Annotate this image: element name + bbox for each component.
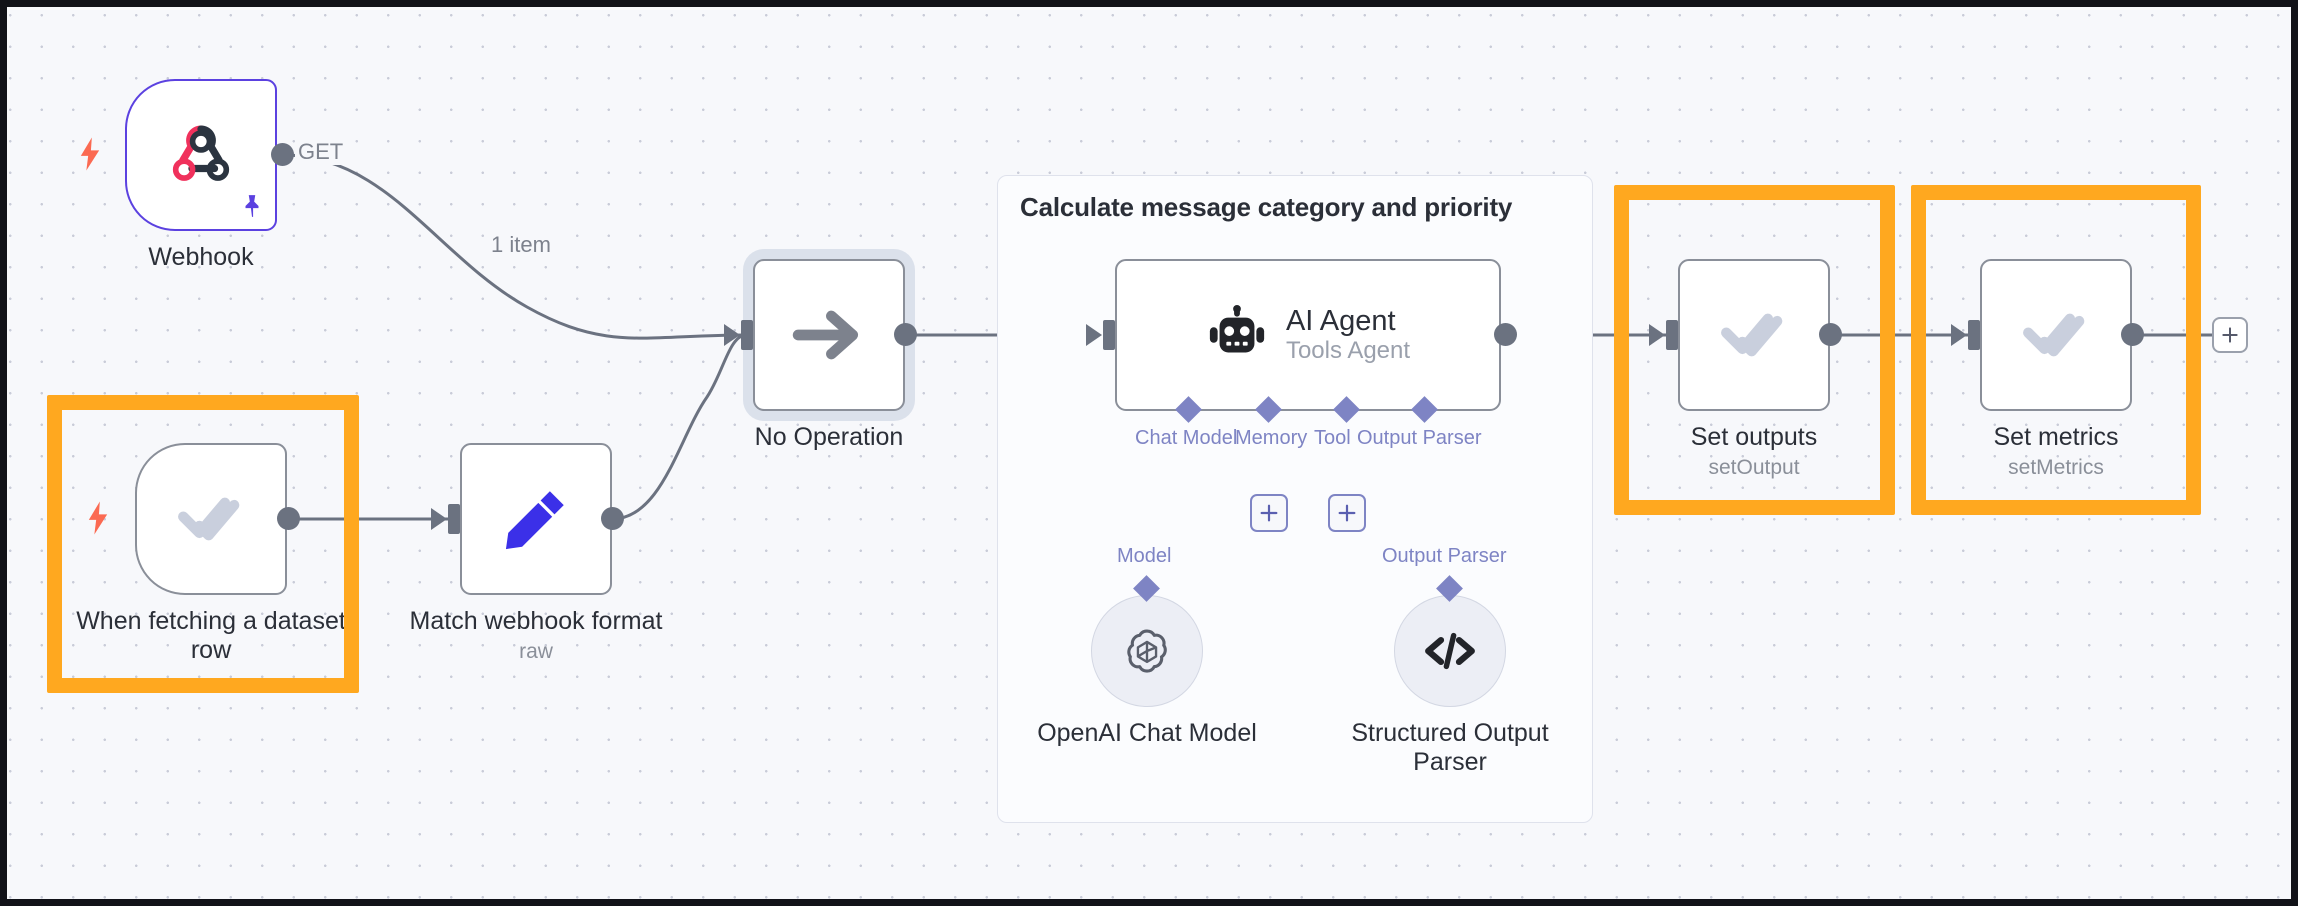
- node-openai-chat-model[interactable]: [1091, 595, 1203, 707]
- ai-agent-input-port[interactable]: [1103, 320, 1115, 350]
- subcaption-match-webhook-format: raw: [519, 640, 553, 663]
- plus-icon: [1338, 504, 1356, 522]
- subcaption-set-metrics: setMetrics: [2008, 456, 2104, 479]
- no-operation-input-arrow: [724, 324, 740, 346]
- dataset-trigger-output-dot[interactable]: [277, 507, 300, 530]
- ai-agent-output-dot[interactable]: [1494, 323, 1517, 346]
- no-operation-output-dot[interactable]: [894, 323, 917, 346]
- node-ai-agent[interactable]: AI Agent Tools Agent: [1115, 259, 1501, 411]
- caption-match-webhook-format: Match webhook format: [409, 607, 663, 635]
- add-memory-button[interactable]: [1250, 494, 1288, 532]
- caption-no-operation: No Operation: [754, 423, 904, 451]
- lightning-bolt-icon-webhook: [80, 137, 100, 171]
- set-outputs-input-arrow: [1649, 324, 1665, 346]
- openai-icon: [1127, 629, 1167, 673]
- edge-label-get: GET: [295, 139, 347, 165]
- set-outputs-output-dot[interactable]: [1819, 323, 1842, 346]
- caption-set-metrics: Set metrics: [1993, 423, 2119, 451]
- pin-icon[interactable]: [239, 191, 265, 221]
- node-webhook[interactable]: [125, 79, 277, 231]
- set-metrics-output-dot[interactable]: [2121, 323, 2144, 346]
- set-metrics-input-arrow: [1951, 324, 1967, 346]
- lightning-bolt-icon-dataset-trigger: [88, 501, 108, 535]
- caption-webhook: Webhook: [148, 243, 254, 271]
- plus-icon: [1260, 504, 1278, 522]
- ai-agent-title: AI Agent: [1285, 305, 1396, 338]
- plus-icon: [2222, 327, 2238, 343]
- caption-when-fetching-a-dataset-row: When fetching a dataset row: [76, 607, 346, 665]
- match-webhook-output-dot[interactable]: [601, 507, 624, 530]
- double-check-icon: [2023, 313, 2085, 357]
- double-check-icon: [1721, 313, 1783, 357]
- edge-label-1-item: 1 item: [488, 232, 554, 258]
- add-next-node-button[interactable]: [2212, 317, 2248, 353]
- caption-set-outputs: Set outputs: [1690, 423, 1818, 451]
- code-brackets-icon: [1425, 632, 1475, 670]
- node-structured-output-parser[interactable]: [1394, 595, 1506, 707]
- node-match-webhook-format[interactable]: [460, 443, 612, 595]
- arrow-right-icon: [792, 310, 859, 360]
- webhook-output-dot[interactable]: [271, 143, 294, 166]
- node-layer: AI Agent Tools Agent: [7, 7, 2291, 899]
- node-no-operation[interactable]: [753, 259, 905, 411]
- group-title: Calculate message category and priority: [1020, 192, 1513, 222]
- double-check-icon: [178, 497, 240, 541]
- add-tool-button[interactable]: [1328, 494, 1366, 532]
- node-when-fetching-a-dataset-row[interactable]: [135, 443, 287, 595]
- robot-icon: [1209, 304, 1265, 353]
- edge-match-webhook-to-no-operation: [611, 333, 746, 521]
- set-outputs-input-port[interactable]: [1666, 320, 1678, 350]
- match-webhook-input-port[interactable]: [448, 504, 460, 534]
- set-metrics-input-port[interactable]: [1968, 320, 1980, 350]
- webhook-icon: [172, 125, 230, 181]
- no-operation-input-port[interactable]: [741, 320, 753, 350]
- subcaption-set-outputs: setOutput: [1708, 456, 1800, 479]
- node-set-metrics[interactable]: [1980, 259, 2132, 411]
- ai-agent-subtitle: Tools Agent: [1285, 336, 1411, 364]
- match-webhook-input-arrow: [431, 508, 447, 530]
- edge-webhook-to-no-operation: [282, 153, 746, 340]
- ai-agent-content: AI Agent Tools Agent: [1206, 304, 1410, 366]
- node-set-outputs[interactable]: [1678, 259, 1830, 411]
- pencil-icon: [505, 491, 564, 550]
